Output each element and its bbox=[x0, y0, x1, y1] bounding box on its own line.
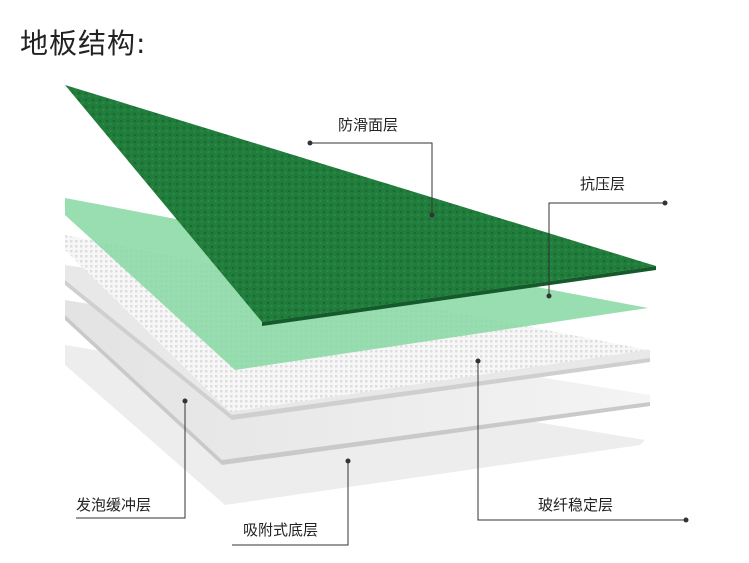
label-base-layer: 吸附式底层 bbox=[243, 521, 319, 539]
callout-base-layer bbox=[232, 461, 349, 546]
callout-dot bbox=[546, 293, 552, 299]
callout-foam-layer bbox=[76, 401, 186, 519]
label-top-layer: 防滑面层 bbox=[338, 116, 399, 134]
callout-fiberglass-layer bbox=[477, 361, 686, 521]
callout-dot bbox=[429, 212, 435, 218]
callout-dot bbox=[475, 358, 481, 364]
callout-pressure-layer bbox=[548, 202, 665, 296]
callout-dot bbox=[182, 398, 188, 404]
callout-dot bbox=[683, 517, 689, 523]
top-layer bbox=[65, 85, 656, 322]
diagram-title: 地板结构: bbox=[20, 27, 147, 60]
label-fiberglass-layer: 玻纤稳定层 bbox=[538, 496, 614, 514]
callout-top-layer bbox=[310, 142, 433, 215]
callout-dot bbox=[307, 140, 313, 146]
callout-dot bbox=[662, 200, 668, 206]
label-foam-layer: 发泡缓冲层 bbox=[76, 496, 152, 514]
top-layer-edge bbox=[262, 266, 656, 326]
callout-dot bbox=[345, 458, 351, 464]
label-pressure-layer: 抗压层 bbox=[580, 175, 626, 193]
